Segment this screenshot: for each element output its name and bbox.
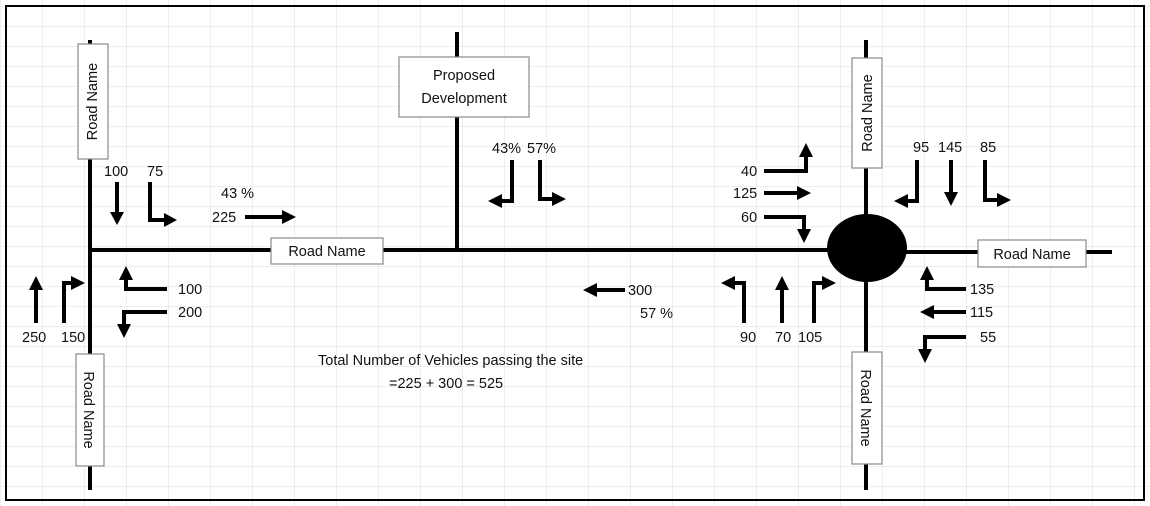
- west-sb-left-label: 75: [147, 164, 163, 180]
- west-wb-right-label: 100: [178, 282, 202, 298]
- west-wb-left-label: 200: [178, 305, 202, 321]
- road-label-west-south: Road Name: [75, 353, 105, 467]
- development-label-line2: Development: [421, 91, 506, 107]
- arrow-icon: [920, 266, 966, 291]
- roundabout: [827, 214, 907, 282]
- east-wb-right-label: 135: [970, 282, 994, 298]
- arrow-icon: [721, 276, 746, 323]
- arrow-icon: [764, 186, 811, 200]
- road-label-text: Road Name: [860, 74, 876, 151]
- arrows: [29, 143, 1011, 363]
- east-sb-through-label: 145: [938, 140, 962, 156]
- east-eb-left-label: 40: [741, 164, 757, 180]
- arrow-icon: [110, 182, 124, 225]
- east-nb-right-label: 105: [798, 330, 822, 346]
- proposed-development-box: Proposed Development: [398, 56, 530, 118]
- east-eb-through-label: 125: [733, 186, 757, 202]
- road-label-main: Road Name: [270, 237, 384, 265]
- road-label-text: Road Name: [85, 63, 101, 140]
- road-label-east-south: Road Name: [851, 351, 883, 465]
- mid-westbound-flow-label: 300: [628, 283, 652, 299]
- east-wb-left-label: 55: [980, 330, 996, 346]
- arrow-icon: [119, 266, 167, 291]
- arrow-icon: [764, 143, 813, 173]
- arrow-icon: [944, 160, 958, 206]
- dev-split-left-label: 43%: [492, 141, 521, 157]
- arrow-icon: [488, 160, 514, 208]
- arrow-icon: [29, 276, 43, 323]
- arrow-icon: [62, 276, 85, 323]
- arrow-icon: [538, 160, 566, 206]
- total-note-line1: Total Number of Vehicles passing the sit…: [318, 353, 583, 369]
- flow-labels: 100 75 43 % 225 100 200 250 150 43% 57% …: [22, 140, 996, 346]
- east-sb-left-label: 85: [980, 140, 996, 156]
- total-note-line2: =225 + 300 = 525: [389, 376, 503, 392]
- arrow-icon: [245, 210, 296, 224]
- arrow-icon: [894, 160, 919, 208]
- road-label-text: Road Name: [857, 369, 873, 446]
- road-label-text: Road Name: [80, 371, 96, 448]
- road-label-text: Road Name: [288, 244, 365, 260]
- east-eb-right-label: 60: [741, 210, 757, 226]
- east-nb-left-label: 90: [740, 330, 756, 346]
- road-label-text: Road Name: [993, 247, 1070, 263]
- arrow-icon: [920, 305, 966, 319]
- arrow-icon: [775, 276, 789, 323]
- west-sb-through-label: 100: [104, 164, 128, 180]
- west-east-pct-label: 43 %: [221, 186, 254, 202]
- west-nb-right-label: 150: [61, 330, 85, 346]
- mid-west-pct-label: 57 %: [640, 306, 673, 322]
- arrow-icon: [583, 283, 625, 297]
- west-nb-through-label: 250: [22, 330, 46, 346]
- road-label-west-north: Road Name: [77, 43, 109, 160]
- arrow-icon: [812, 276, 836, 323]
- east-nb-through-label: 70: [775, 330, 791, 346]
- dev-split-right-label: 57%: [527, 141, 556, 157]
- arrow-icon: [983, 160, 1011, 207]
- west-eastbound-flow-label: 225: [212, 210, 236, 226]
- east-sb-right-label: 95: [913, 140, 929, 156]
- outer-frame: [5, 5, 1145, 501]
- arrow-icon: [117, 310, 167, 338]
- east-wb-through-label: 115: [970, 305, 993, 321]
- total-vehicles-note: Total Number of Vehicles passing the sit…: [318, 353, 583, 392]
- development-label-line1: Proposed: [433, 68, 495, 84]
- road-label-east-north: Road Name: [851, 57, 883, 169]
- arrow-icon: [148, 182, 177, 227]
- arrow-icon: [764, 215, 811, 243]
- road-label-east-main: Road Name: [977, 239, 1087, 268]
- arrow-icon: [918, 335, 966, 363]
